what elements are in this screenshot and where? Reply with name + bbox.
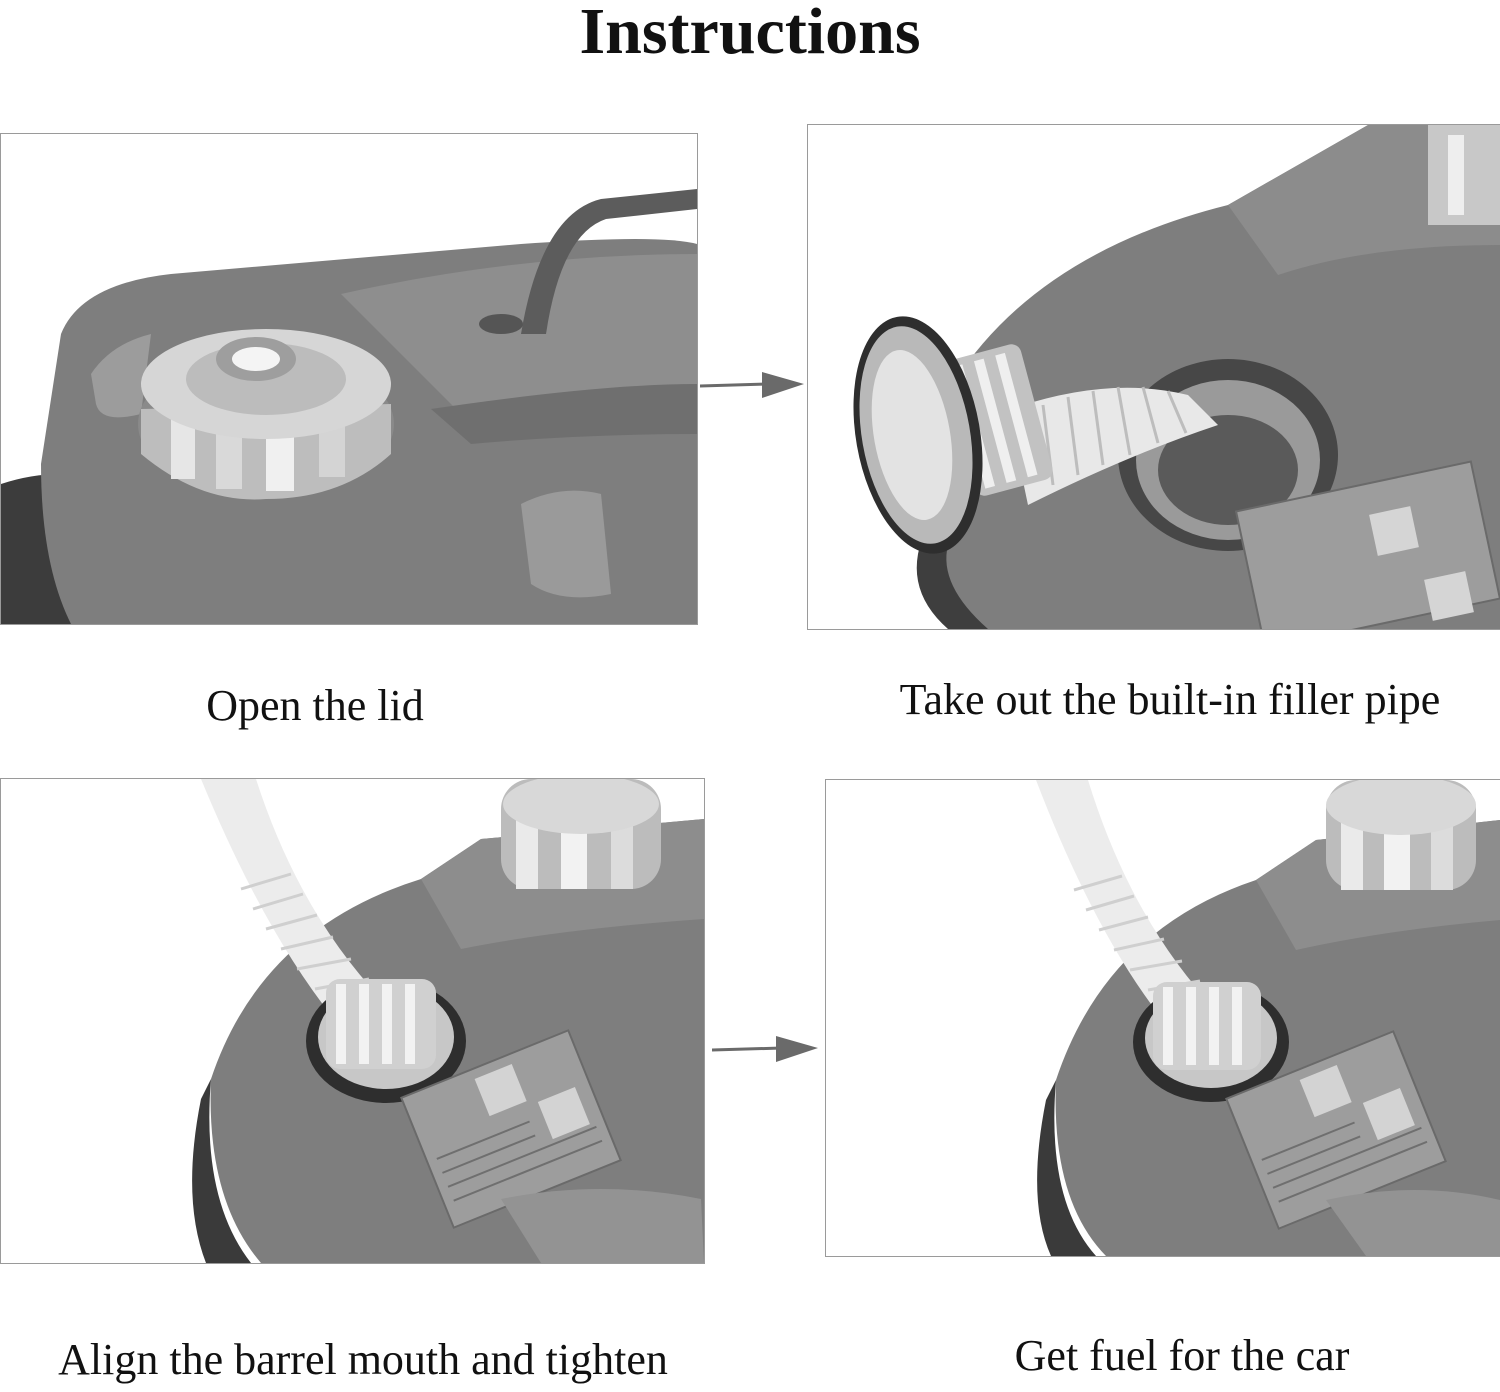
jerry-can-cap-closed-image bbox=[1, 134, 697, 624]
page-title: Instructions bbox=[579, 0, 921, 68]
right-arrow-icon bbox=[712, 1036, 818, 1062]
step-3-photo bbox=[0, 778, 705, 1264]
step-1-photo bbox=[0, 133, 698, 625]
fuel-ready-image bbox=[826, 780, 1500, 1256]
filler-pipe-removed-image bbox=[808, 125, 1500, 629]
step-4-caption: Get fuel for the car bbox=[1014, 1331, 1350, 1380]
step-3-caption: Align the barrel mouth and tighten bbox=[58, 1335, 668, 1384]
pipe-attached-image bbox=[1, 779, 704, 1263]
right-arrow-icon bbox=[700, 372, 804, 398]
step-1-caption: Open the lid bbox=[206, 681, 424, 730]
step-2-caption: Take out the built-in filler pipe bbox=[899, 675, 1441, 724]
step-4-photo bbox=[825, 779, 1500, 1257]
step-2-photo bbox=[807, 124, 1500, 630]
